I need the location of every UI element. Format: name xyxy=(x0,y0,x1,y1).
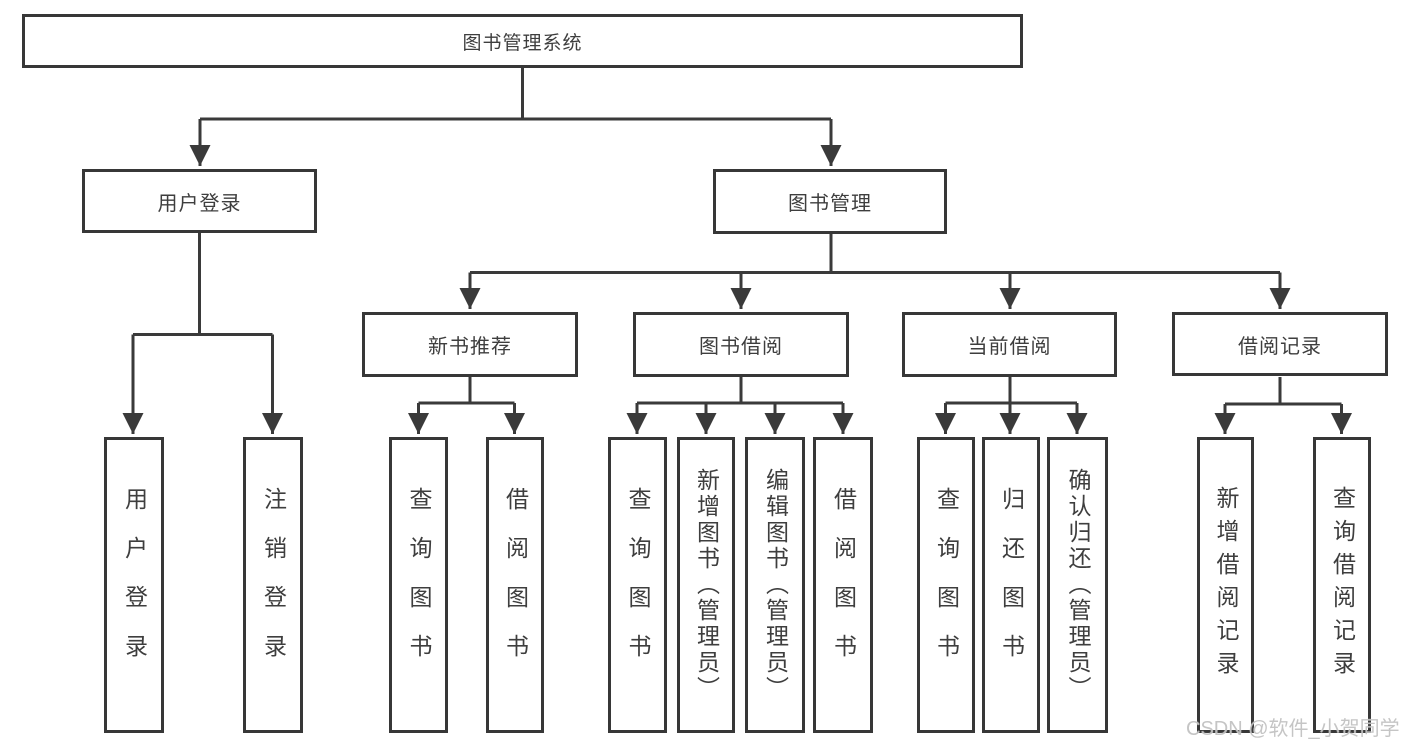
node-book-management: 图书管理 xyxy=(713,169,947,234)
leaf-query-books-current: 查询图书 xyxy=(917,437,975,733)
leaf-query-books-recommend: 查询图书 xyxy=(389,437,448,733)
leaf-add-borrow-record: 新增借阅记录 xyxy=(1197,437,1254,733)
leaf-query-books-borrow: 查询图书 xyxy=(608,437,667,733)
node-user-login: 用户登录 xyxy=(82,169,317,233)
node-borrow-records-label: 借阅记录 xyxy=(1238,335,1322,358)
leaf-borrow-books-recommend: 借阅图书 xyxy=(486,437,544,733)
leaf-user-login: 用户登录 xyxy=(104,437,164,733)
leaf-return-books: 归还图书 xyxy=(982,437,1040,733)
leaf-confirm-return-admin: 确认归还（管理员） xyxy=(1047,437,1108,733)
node-library-system-label: 图书管理系统 xyxy=(462,32,583,54)
node-current-borrow-label: 当前借阅 xyxy=(967,336,1052,358)
node-new-book-recommend: 新书推荐 xyxy=(362,312,578,377)
node-new-book-recommend-label: 新书推荐 xyxy=(428,336,512,358)
leaf-add-book-admin: 新增图书（管理员） xyxy=(677,437,735,733)
leaf-query-borrow-record: 查询借阅记录 xyxy=(1313,437,1371,733)
node-library-system: 图书管理系统 xyxy=(22,14,1023,68)
watermark: CSDN @软件_小贺同学 xyxy=(1186,718,1400,740)
node-book-management-label: 图书管理 xyxy=(788,193,872,215)
leaf-borrow-books: 借阅图书 xyxy=(813,437,873,733)
node-book-borrow: 图书借阅 xyxy=(633,312,849,377)
leaf-edit-book-admin: 编辑图书（管理员） xyxy=(745,437,805,733)
node-current-borrow: 当前借阅 xyxy=(902,312,1117,377)
node-borrow-records: 借阅记录 xyxy=(1172,312,1388,376)
node-user-login-label: 用户登录 xyxy=(157,192,242,215)
node-book-borrow-label: 图书借阅 xyxy=(699,336,783,358)
leaf-logout: 注销登录 xyxy=(243,437,303,733)
